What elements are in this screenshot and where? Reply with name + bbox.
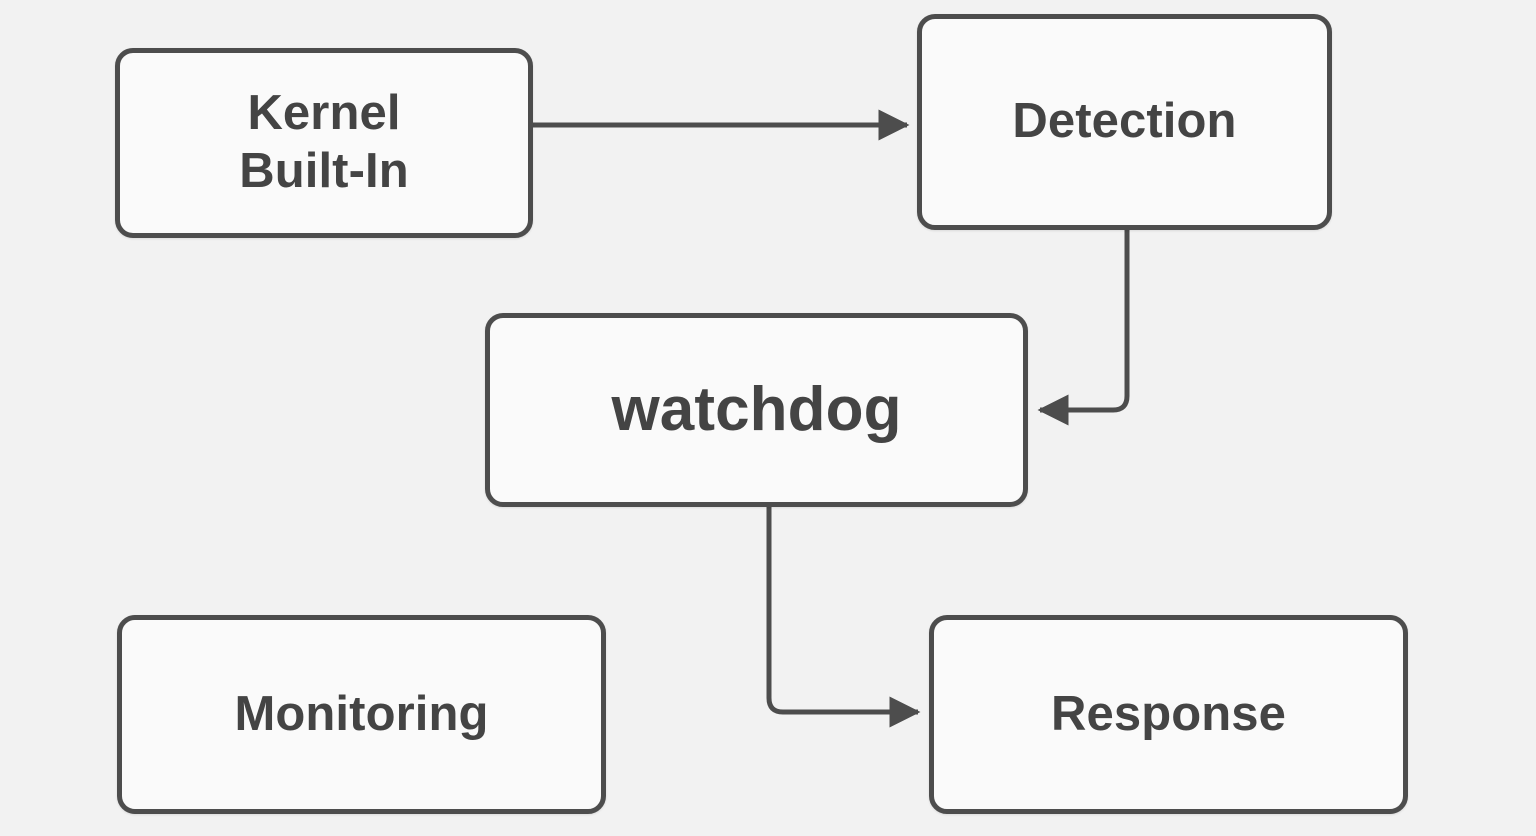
- node-monitoring[interactable]: Monitoring: [117, 615, 606, 814]
- node-watchdog-label: watchdog: [611, 375, 902, 445]
- node-kernel-built-in-label: Kernel Built-In: [239, 86, 409, 198]
- node-response[interactable]: Response: [929, 615, 1408, 814]
- node-detection-label: Detection: [1012, 94, 1237, 149]
- edge-detection-to-watchdog: [1037, 230, 1130, 426]
- node-detection[interactable]: Detection: [917, 14, 1332, 230]
- node-response-label: Response: [1051, 686, 1286, 741]
- node-monitoring-label: Monitoring: [234, 686, 489, 741]
- edge-watchdog-to-response: [766, 507, 921, 728]
- node-watchdog[interactable]: watchdog: [485, 313, 1028, 507]
- node-kernel-built-in[interactable]: Kernel Built-In: [115, 48, 533, 238]
